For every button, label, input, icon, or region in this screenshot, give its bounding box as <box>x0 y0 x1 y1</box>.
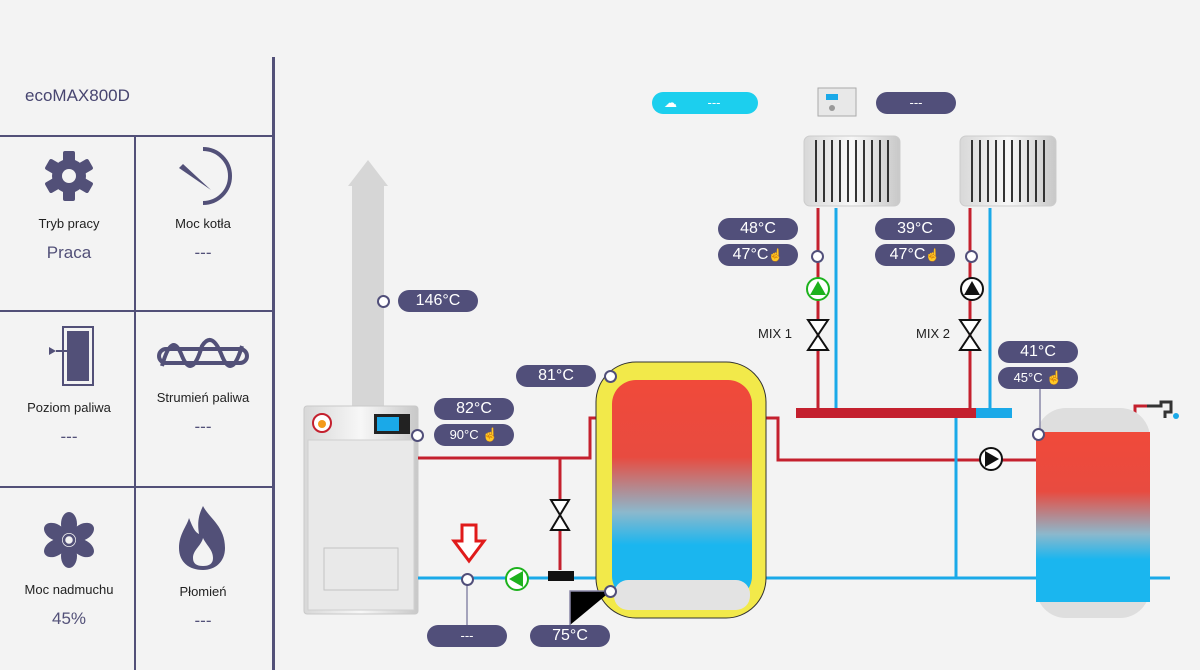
mix1-sensor[interactable] <box>811 250 824 263</box>
divider <box>134 136 136 670</box>
tile-fan-power[interactable]: Moc nadmuchu 45% <box>2 512 136 629</box>
gear-icon <box>45 151 93 201</box>
tile-value: --- <box>194 611 212 630</box>
tile-value: --- <box>60 427 78 446</box>
boiler-sensor[interactable] <box>411 429 424 442</box>
return-arrow-icon <box>451 523 487 564</box>
hand-icon: ☝ <box>1046 370 1063 385</box>
divider <box>0 310 274 312</box>
dhw-pump <box>979 447 1003 471</box>
gauge-icon <box>179 147 232 205</box>
radiator-2 <box>959 135 1057 207</box>
buffer-bottom-sensor[interactable] <box>604 585 617 598</box>
fuel-level-icon <box>49 326 94 386</box>
auger-icon <box>157 337 249 368</box>
mix2-pump <box>960 277 984 301</box>
tile-fuel-stream[interactable]: Strumień paliwa --- <box>136 336 270 437</box>
mix1-label: MIX 1 <box>758 326 792 341</box>
hand-icon: ☝ <box>482 427 499 442</box>
chimney <box>348 160 388 406</box>
room-panel-icon <box>817 87 857 117</box>
mix1-valve <box>806 319 830 351</box>
mix2-valve <box>958 319 982 351</box>
tile-value: Praca <box>46 243 92 262</box>
tile-label: Płomień <box>179 584 227 599</box>
weather-pill[interactable]: ☁ --- <box>652 92 758 114</box>
tile-label: Poziom paliwa <box>27 400 111 415</box>
divider <box>0 135 274 137</box>
buffer-top-sensor[interactable] <box>604 370 617 383</box>
weather-value: --- <box>707 95 721 110</box>
dhw-tank <box>1036 400 1179 618</box>
tile-value: 45% <box>51 609 87 628</box>
tile-label: Tryb pracy <box>38 216 100 231</box>
buffer-bottom-pill[interactable]: 75°C <box>530 625 610 647</box>
tile-value: --- <box>194 417 212 436</box>
mix2-sensor[interactable] <box>965 250 978 263</box>
tile-boiler-power[interactable]: Moc kotła --- <box>136 146 270 263</box>
boiler-temp-pill[interactable]: 82°C <box>434 398 514 420</box>
sidebar-border <box>272 57 275 670</box>
buffer-tank <box>595 361 767 619</box>
boiler-setpoint: 90°C <box>449 427 479 442</box>
boiler-setpoint-pill[interactable]: 90°C ☝ <box>434 424 514 446</box>
dhw-setpoint-pill[interactable]: 45°C ☝ <box>998 367 1078 389</box>
mix2-setpoint: 47°C <box>889 246 926 263</box>
device-title: ecoMAX800D <box>25 86 130 105</box>
hand-icon: ☝ <box>768 248 784 262</box>
tile-value: --- <box>194 243 212 262</box>
dhw-sensor[interactable] <box>1032 428 1045 441</box>
mix1-temp-pill[interactable]: 48°C <box>718 218 798 240</box>
tile-label: Strumień paliwa <box>156 390 250 405</box>
tile-label: Moc nadmuchu <box>24 582 114 597</box>
flame-icon <box>179 506 225 570</box>
return-sensor[interactable] <box>461 573 474 586</box>
mix2-setpoint-pill[interactable]: 47°C☝ <box>875 244 955 266</box>
dhw-temp-pill[interactable]: 41°C <box>998 341 1078 363</box>
flue-sensor[interactable] <box>377 295 390 308</box>
mix2-temp-pill[interactable]: 39°C <box>875 218 955 240</box>
mix2-label: MIX 2 <box>916 326 950 341</box>
buffer-pump <box>505 567 529 591</box>
return-temp-pill[interactable]: --- <box>427 625 507 647</box>
cloud-icon: ☁ <box>664 95 677 110</box>
radiator-1 <box>803 135 901 207</box>
mix1-pump <box>806 277 830 301</box>
room-panel-pill[interactable]: --- <box>876 92 956 114</box>
mix1-setpoint: 47°C <box>732 246 769 263</box>
dhw-setpoint: 45°C <box>1013 370 1043 385</box>
tile-work-mode[interactable]: Tryb pracy Praca <box>2 150 136 263</box>
hand-icon: ☝ <box>925 248 941 262</box>
buffer-top-pill[interactable]: 81°C <box>516 365 596 387</box>
bypass-valve <box>549 499 571 531</box>
boiler <box>303 405 419 615</box>
flue-temp-pill[interactable]: 146°C <box>398 290 478 312</box>
mix1-setpoint-pill[interactable]: 47°C☝ <box>718 244 798 266</box>
tile-fuel-level[interactable]: Poziom paliwa --- <box>2 326 136 447</box>
fan-icon <box>44 512 94 568</box>
tile-flame[interactable]: Płomień --- <box>136 504 270 631</box>
tile-label: Moc kotła <box>175 216 231 231</box>
divider <box>0 486 274 488</box>
